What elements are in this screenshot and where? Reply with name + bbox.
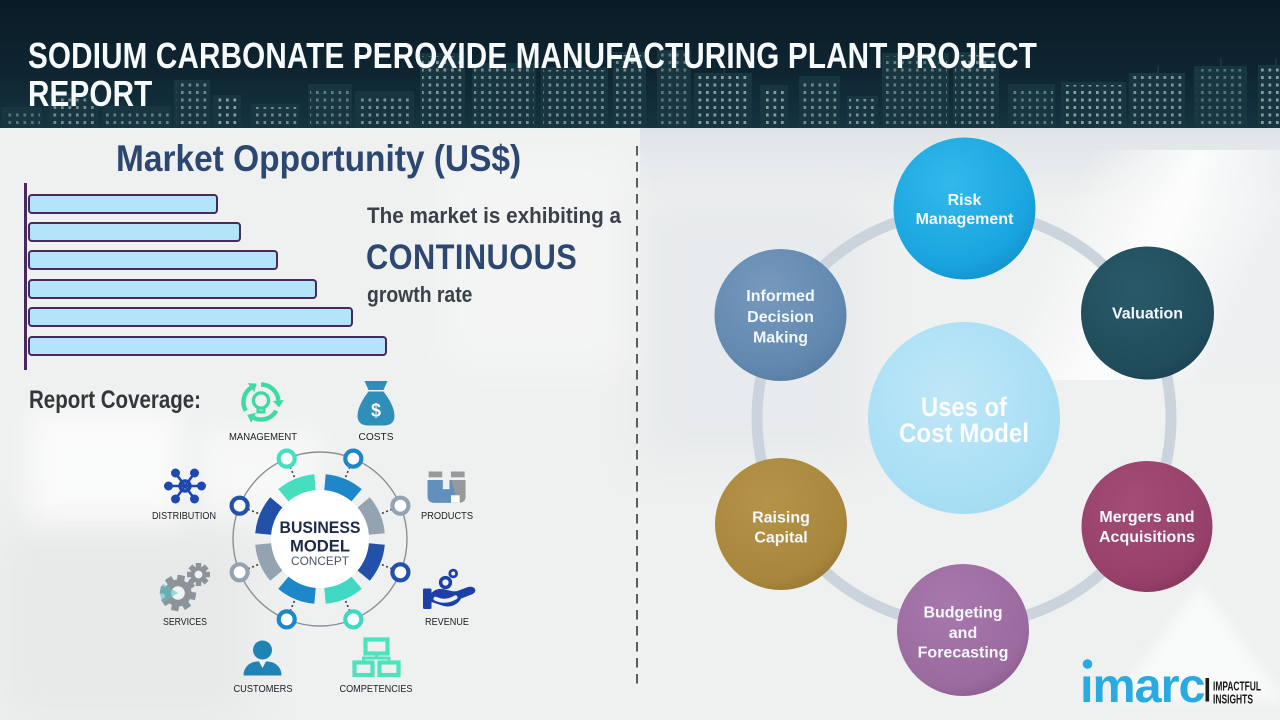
svg-text:INSIGHTS: INSIGHTS	[1213, 693, 1253, 707]
svg-text:CUSTOMERS: CUSTOMERS	[234, 683, 293, 695]
svg-text:Capital: Capital	[754, 530, 807, 547]
svg-text:IMPACTFUL: IMPACTFUL	[1213, 680, 1261, 694]
svg-text:Making: Making	[753, 330, 808, 347]
svg-text:MODEL: MODEL	[290, 538, 350, 556]
svg-text:REVENUE: REVENUE	[425, 616, 469, 628]
svg-text:ımarc: ımarc	[1080, 659, 1204, 712]
svg-text:Decision: Decision	[747, 309, 814, 326]
svg-text:Management: Management	[916, 211, 1014, 228]
svg-text:Forecasting: Forecasting	[918, 645, 1009, 662]
svg-text:and: and	[949, 625, 977, 642]
svg-text:Mergers and: Mergers and	[1099, 509, 1194, 526]
svg-text:Valuation: Valuation	[1112, 306, 1183, 323]
svg-text:Uses of: Uses of	[921, 392, 1008, 422]
svg-text:Cost Model: Cost Model	[899, 418, 1029, 448]
svg-text:BUSINESS: BUSINESS	[280, 519, 361, 537]
svg-text:SERVICES: SERVICES	[163, 616, 207, 628]
svg-text:COMPETENCIES: COMPETENCIES	[340, 683, 413, 695]
svg-text:$: $	[371, 401, 381, 421]
svg-text:COSTS: COSTS	[359, 431, 394, 443]
svg-text:MANAGEMENT: MANAGEMENT	[229, 431, 298, 443]
svg-text:CONCEPT: CONCEPT	[291, 554, 350, 568]
svg-text:Risk: Risk	[948, 192, 982, 209]
svg-text:Informed: Informed	[746, 288, 814, 305]
svg-text:Acquisitions: Acquisitions	[1099, 529, 1195, 546]
svg-text:DISTRIBUTION: DISTRIBUTION	[152, 510, 216, 522]
svg-text:Raising: Raising	[752, 510, 810, 527]
svg-text:PRODUCTS: PRODUCTS	[421, 510, 473, 522]
svg-text:Budgeting: Budgeting	[923, 605, 1002, 622]
